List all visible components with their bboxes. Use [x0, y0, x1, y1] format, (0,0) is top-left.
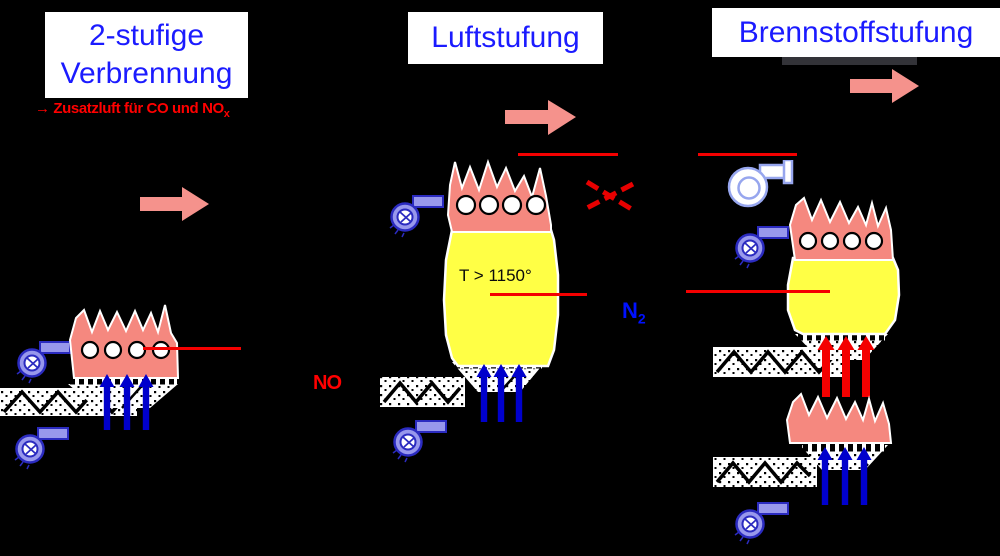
diagram-fuel-staging-secondary-stage [713, 392, 893, 546]
pointer-line-top-b [698, 153, 797, 156]
title-two-stage-combustion: 2-stufige Verbrennung [45, 12, 248, 98]
pointer-line-mid-a [490, 293, 587, 296]
flame-shape [785, 392, 893, 444]
hot-zone-yellow [442, 228, 560, 368]
secondary-air-nozzles [455, 194, 547, 216]
title-line-1: 2-stufige [88, 19, 205, 52]
left-red-annotation: → Zusatzluft für CO und NOx [35, 100, 230, 120]
pink-right-arrow-icon [850, 69, 919, 103]
secondary-air-nozzles [798, 231, 884, 251]
blower-fan-icon [388, 194, 448, 464]
title-shadow-bar [782, 55, 917, 65]
blue-up-arrows [817, 447, 872, 505]
blue-up-arrows [99, 374, 154, 430]
pointer-line-secondary-air [143, 347, 241, 350]
hot-zone-yellow [786, 256, 901, 336]
n2-base: N [622, 298, 638, 323]
temperature-label: T > 1150° [459, 266, 532, 285]
diagram-air-staging-furnace [380, 158, 560, 464]
title-air-staging: Luftstufung [408, 12, 603, 64]
blower-fan-outline-icon [727, 160, 794, 208]
red-up-arrows [817, 336, 875, 397]
flame-shape [788, 196, 895, 261]
annotation-subscript: x [223, 108, 230, 120]
diagram-two-stage-furnace [0, 304, 180, 471]
no-label: NO [313, 372, 342, 394]
title-line: Brennstoffstufung [738, 15, 974, 49]
conveyor-zigzag [715, 349, 836, 375]
title-fuel-staging: Brennstoffstufung [712, 8, 1000, 57]
blower-fan-icon [733, 501, 790, 546]
title-line: Luftstufung [431, 21, 580, 54]
title-line-2: Verbrennung [60, 57, 233, 90]
pointer-line-mid-b [686, 290, 830, 293]
grate-hopper [68, 384, 178, 408]
pointer-line-top-a [518, 153, 618, 156]
blower-fan-icon [733, 225, 790, 270]
flame-shape [446, 158, 552, 233]
red-x-icon [585, 179, 635, 213]
conveyor-zigzag [715, 460, 812, 485]
n2-subscript: 2 [637, 310, 646, 327]
blue-up-arrows [476, 364, 527, 422]
secondary-air-nozzles [80, 340, 171, 360]
annotation-text: Zusatzluft für CO und NO [53, 100, 224, 117]
pink-right-arrow-icon [140, 187, 209, 221]
pink-right-arrow-icon [505, 100, 576, 135]
flame-shape [68, 304, 180, 379]
conveyor-zigzag [382, 380, 462, 405]
n2-label: N2 [622, 298, 646, 326]
arrow-glyph: → [35, 100, 50, 117]
diagram-fuel-staging-main-furnace [713, 160, 901, 397]
